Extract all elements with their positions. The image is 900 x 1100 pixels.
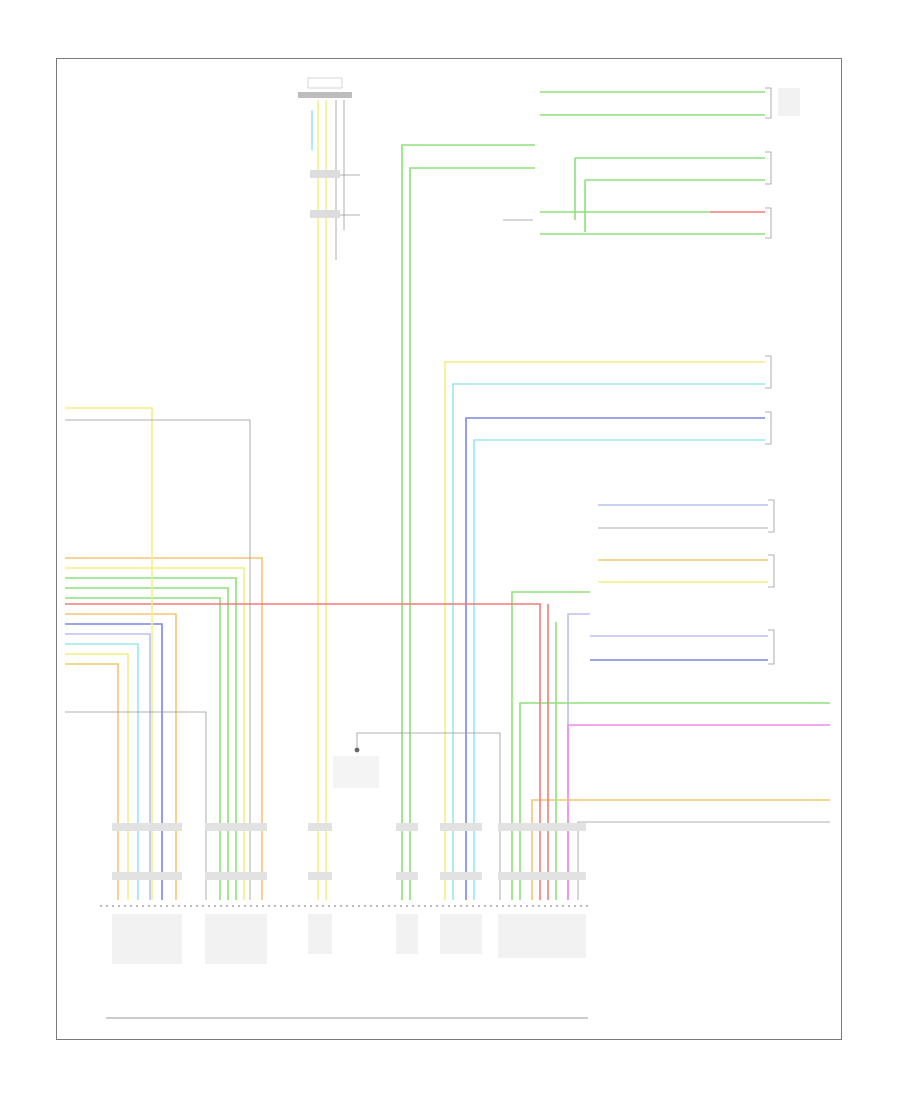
- trunk-speaker: [590, 629, 775, 665]
- amplifier-pin-label-group-3: [308, 914, 332, 954]
- tweeter-right: [503, 207, 772, 239]
- top-splice-b: [310, 210, 340, 218]
- speaker-rear-left: [765, 411, 772, 445]
- ground-point-label-box: [333, 756, 379, 788]
- top-connector-label-box: [307, 77, 343, 89]
- speaker-center: [765, 355, 772, 389]
- subwoofer: [598, 499, 775, 533]
- amplifier-pin-label-group-6: [498, 914, 586, 958]
- speaker-rear-right: [574, 151, 772, 232]
- top-connector: [298, 77, 360, 900]
- connector-pins-lower: [112, 872, 586, 880]
- amplifier-pin-label-group-2: [205, 914, 267, 964]
- amplifier-pin-label-group-1: [112, 914, 182, 964]
- audio-amplifier: [100, 905, 590, 1019]
- ground-point: [333, 732, 501, 900]
- ground-symbol: [354, 747, 360, 753]
- speaker-left: [598, 554, 775, 588]
- speaker-front-right-label-box: [778, 88, 800, 116]
- wiring-diagram-frame: [56, 58, 842, 1040]
- amplifier-pin-label-group-5: [440, 914, 482, 954]
- speaker-front-right: [540, 87, 800, 119]
- top-splice-a: [310, 170, 340, 178]
- top-connector-body: [298, 92, 352, 98]
- connector-pins-upper: [112, 823, 586, 831]
- amplifier-pin-label-group-4: [396, 914, 418, 954]
